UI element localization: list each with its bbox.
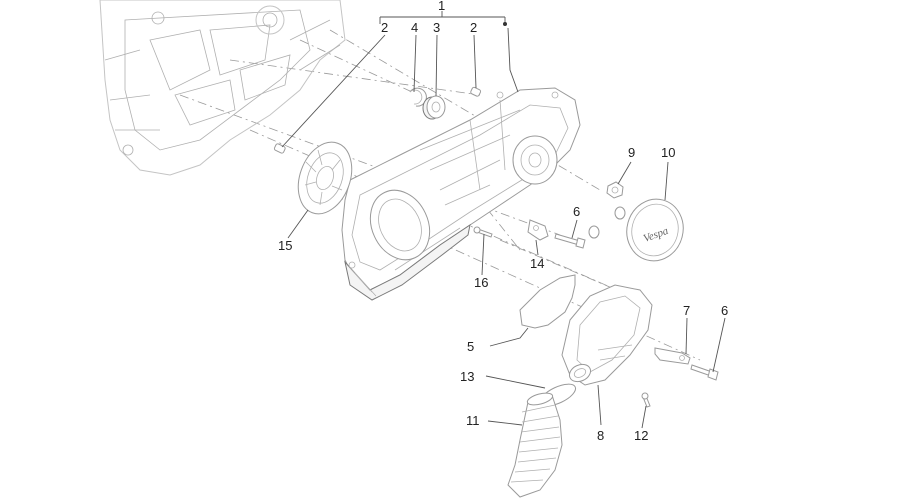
callout-11: 11	[466, 413, 480, 428]
callout-6-lower: 6	[721, 303, 728, 318]
intake-screen	[297, 141, 353, 215]
callout-12: 12	[634, 428, 648, 443]
callout-2-right: 2	[470, 20, 477, 35]
bolt-lower	[690, 364, 719, 381]
callout-5: 5	[467, 339, 474, 354]
callout-1: 1	[438, 0, 445, 13]
cap-nut	[606, 181, 624, 199]
clip-7	[654, 347, 691, 365]
bearing	[422, 95, 446, 120]
callout-14: 14	[530, 256, 544, 271]
callout-2-left: 2	[381, 20, 388, 35]
callout-16: 16	[474, 275, 488, 290]
bracket	[527, 219, 549, 241]
callout-8: 8	[597, 428, 604, 443]
bolt-upper	[554, 225, 600, 249]
transmission-cover	[341, 87, 581, 301]
callout-3: 3	[433, 20, 440, 35]
callout-9: 9	[628, 145, 635, 160]
logo-cover: Vespa	[626, 198, 684, 262]
leader-lines	[281, 11, 726, 429]
callout-6-upper: 6	[573, 204, 580, 219]
callout-13: 13	[460, 369, 474, 384]
small-washer	[614, 206, 626, 220]
callout-labels: 1 2 4 3 2 9 10 6 15 14 16 7 6 5 13 8 12 …	[278, 0, 728, 443]
circlip	[409, 87, 427, 107]
callout-7: 7	[683, 303, 690, 318]
gasket-seal	[519, 274, 576, 329]
engine-crankcase-ghost	[99, 0, 346, 176]
callout-10: 10	[661, 145, 675, 160]
callout-4: 4	[411, 20, 418, 35]
bellows-hose	[507, 392, 563, 498]
callout-15: 15	[278, 238, 292, 253]
screw-12	[641, 392, 651, 408]
screw-16	[473, 226, 493, 238]
air-duct	[561, 284, 653, 386]
